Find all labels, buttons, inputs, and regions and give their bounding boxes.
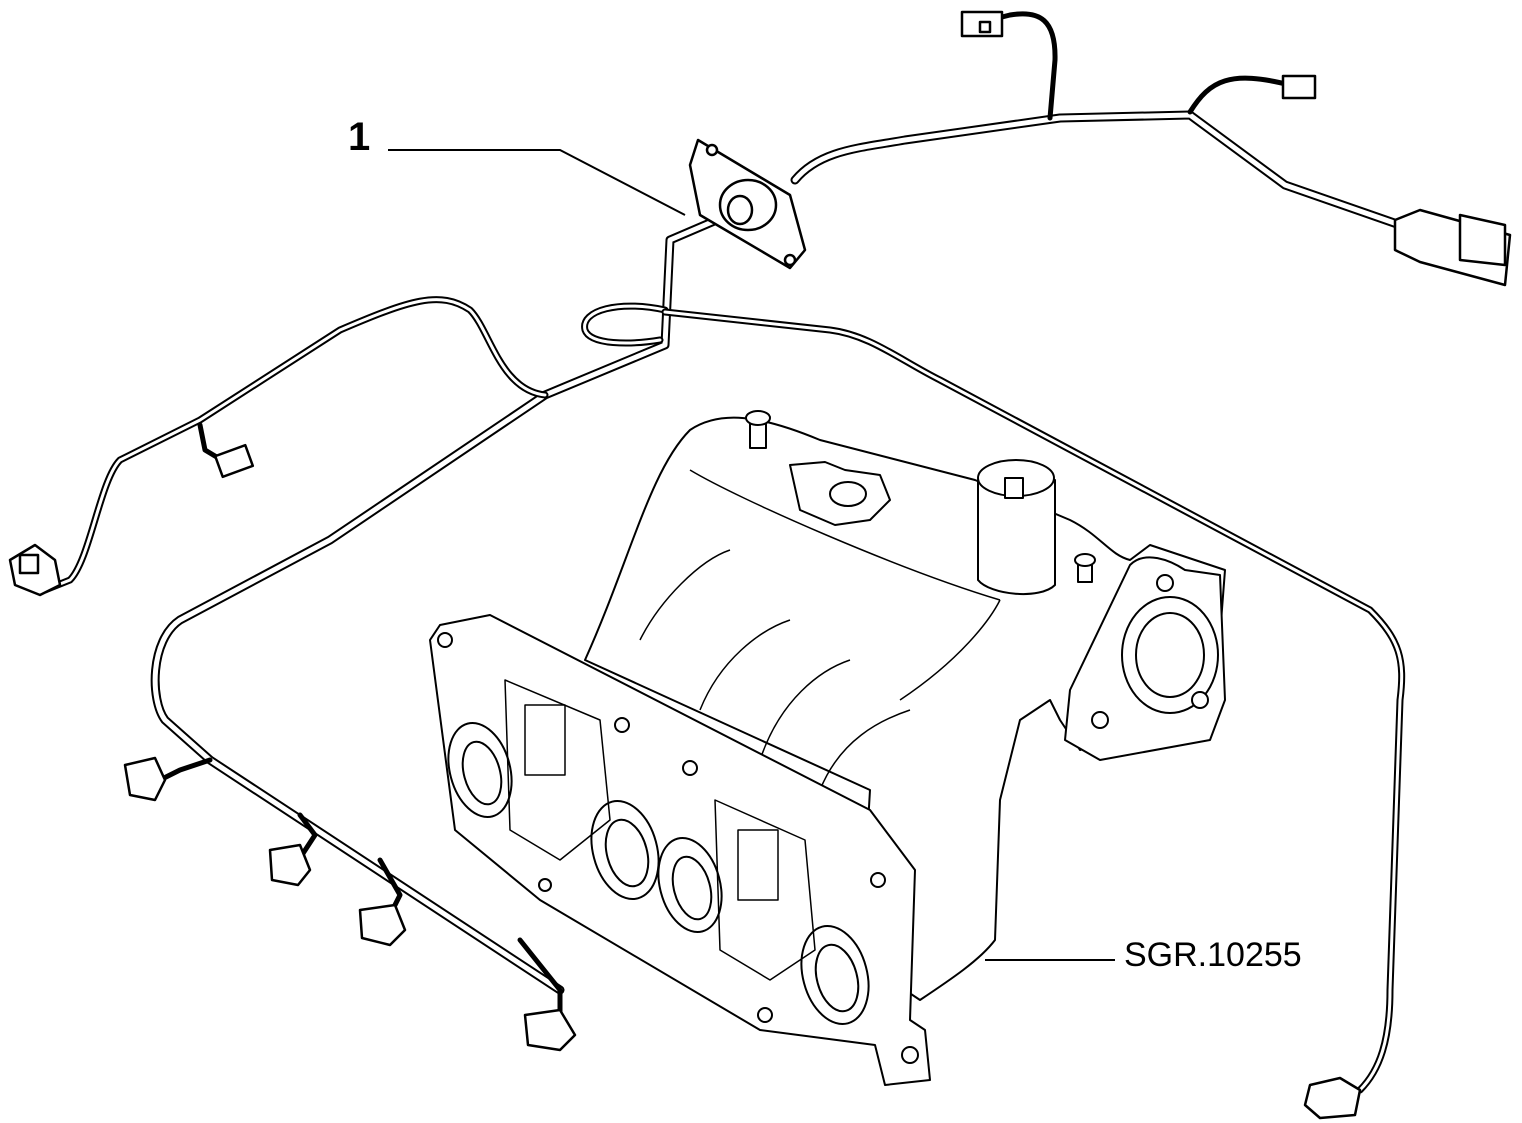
- harness-drop-to-manifold: [150, 205, 745, 995]
- callout-1-leader: [388, 149, 686, 216]
- connector-injector-2: [268, 843, 312, 887]
- harness-loop: [581, 302, 669, 347]
- runner-line-6: [899, 599, 1001, 701]
- connector-left-2: [8, 543, 62, 597]
- connector-injector-4: [523, 1008, 577, 1052]
- callout-1-number: 1: [348, 115, 370, 159]
- reference-label: SGR.10255: [985, 936, 1302, 974]
- harness-main-trunk: [790, 110, 1505, 280]
- harness-left-branch: [41, 296, 549, 594]
- connector-bottom-right: [1303, 1076, 1362, 1120]
- head-flange: [429, 614, 931, 1086]
- runner-line-2: [639, 549, 731, 641]
- manifold-body: [584, 416, 1226, 1001]
- harness-grommet: [688, 138, 807, 270]
- connector-top-1: [960, 10, 1004, 38]
- vacuum-stud: [745, 410, 771, 449]
- outlet-pipe: [977, 459, 1056, 596]
- runner-line-4: [759, 659, 851, 761]
- wiring-harness: [8, 10, 1512, 1120]
- connector-injector-3: [358, 903, 407, 947]
- runner-line-5: [819, 709, 911, 791]
- callout-1: 1: [348, 115, 686, 216]
- intake-manifold: [429, 410, 1226, 1086]
- connector-top-2: [1281, 74, 1317, 100]
- connector-left-1: [213, 443, 255, 479]
- connector-injector-1: [123, 756, 167, 802]
- connector-main: [1393, 208, 1512, 287]
- runner-line-1: [689, 469, 1001, 601]
- throttle-flange: [1064, 556, 1226, 761]
- harness-right-branch: [661, 308, 1406, 1094]
- reference-code: SGR.10255: [1124, 936, 1302, 974]
- runner-line-3: [699, 619, 791, 711]
